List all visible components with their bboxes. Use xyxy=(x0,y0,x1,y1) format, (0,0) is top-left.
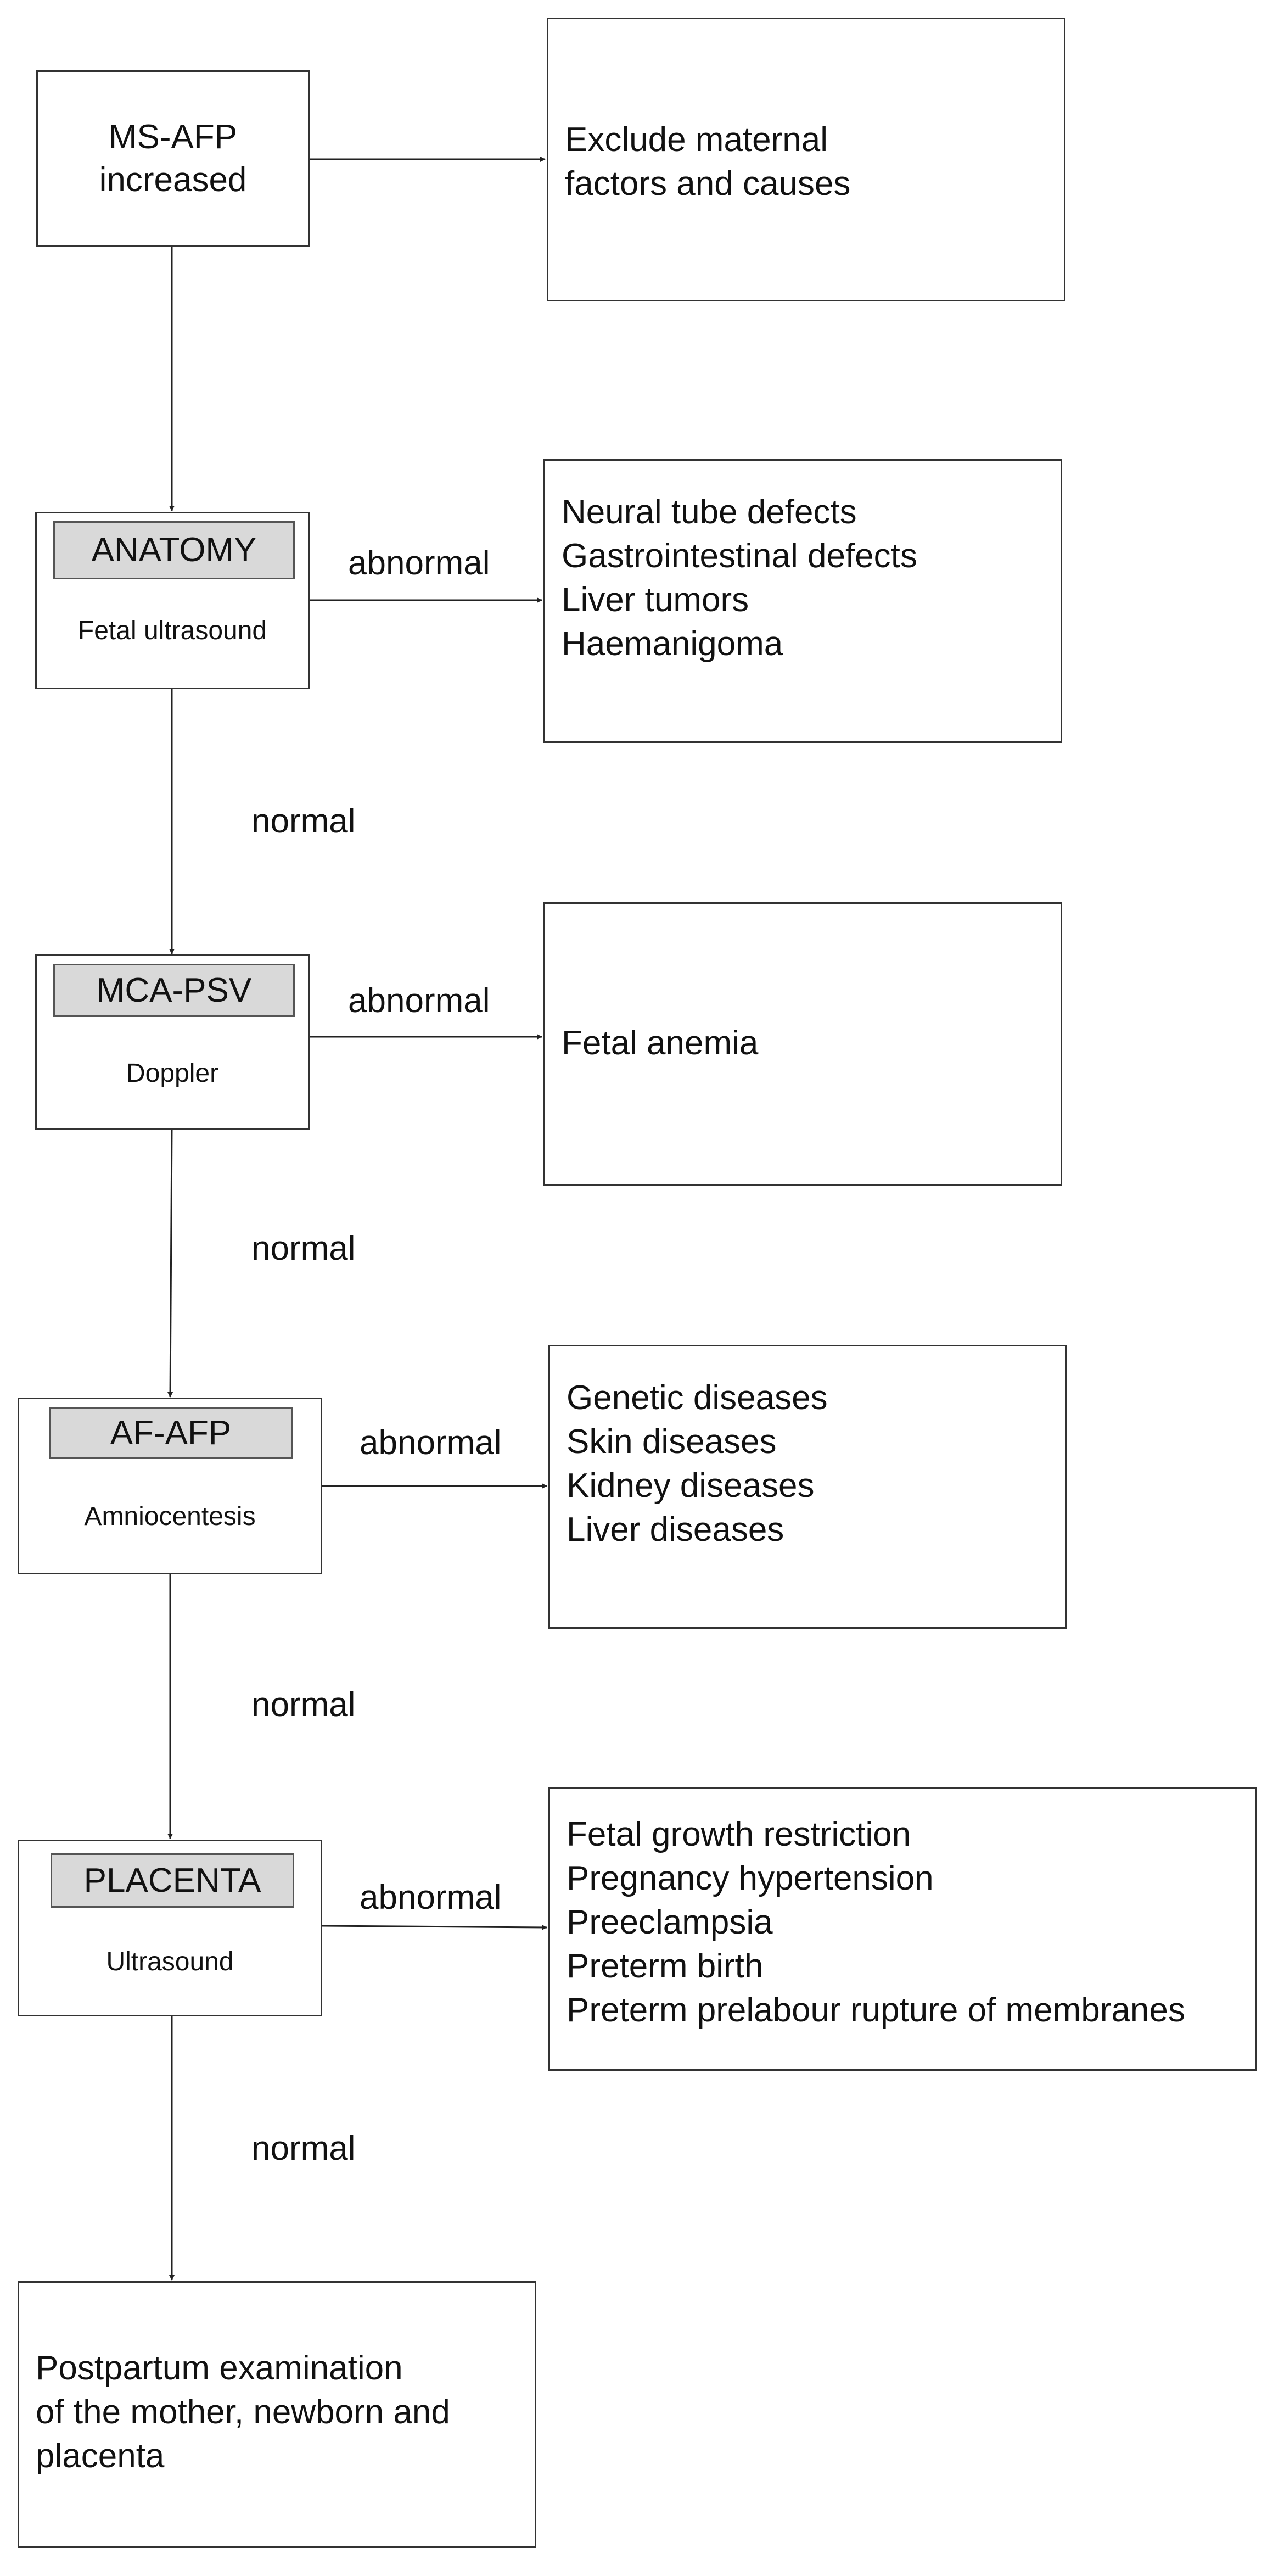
label-abnormal-4: abnormal xyxy=(360,1879,502,1916)
outcome-box-2: Fetal anemia xyxy=(543,902,1062,1186)
arrow-mca-to-afafp xyxy=(167,1129,173,1398)
arrow-placenta-to-outcome xyxy=(322,1924,547,1930)
outcome-3-line-3: Kidney diseases xyxy=(567,1467,815,1505)
label-abnormal-1: abnormal xyxy=(348,544,490,582)
outcome-box-4: Fetal growth restriction Pregnancy hyper… xyxy=(548,1787,1257,2071)
start-line-2: increased xyxy=(99,161,247,199)
anatomy-subtitle: Fetal ultrasound xyxy=(77,616,267,645)
outcome-4-line-5: Preterm prelabour rupture of membranes xyxy=(567,1991,1185,2029)
outcome-1-line-3: Liver tumors xyxy=(562,581,749,619)
label-normal-4: normal xyxy=(251,2130,356,2167)
mca-psv-subtitle: Doppler xyxy=(126,1059,219,1088)
label-normal-3: normal xyxy=(251,1686,356,1724)
label-abnormal-2: abnormal xyxy=(348,982,490,1020)
start-box: MS-AFP increased xyxy=(36,70,310,247)
label-normal-1: normal xyxy=(251,802,356,840)
outcome-1-line-2: Gastrointestinal defects xyxy=(562,537,917,575)
final-line-2: of the mother, newborn and xyxy=(36,2393,450,2431)
outcome-1-line-1: Neural tube defects xyxy=(562,493,857,531)
outcome-4-line-2: Pregnancy hypertension xyxy=(567,1859,934,1897)
outcome-1-line-4: Haemanigoma xyxy=(562,625,783,663)
outcome-3-line-2: Skin diseases xyxy=(567,1423,777,1461)
outcome-4-line-1: Fetal growth restriction xyxy=(567,1815,911,1853)
mca-psv-tag: MCA-PSV xyxy=(53,964,295,1017)
placenta-box: PLACENTA Ultrasound xyxy=(18,1840,322,2016)
outcome-4-line-4: Preterm birth xyxy=(567,1947,764,1985)
final-line-1: Postpartum examination xyxy=(36,2349,403,2387)
mca-psv-box: MCA-PSV Doppler xyxy=(35,954,310,1130)
outcome-2-line-1: Fetal anemia xyxy=(562,1024,759,1062)
start-line-1: MS-AFP xyxy=(108,118,238,156)
exclude-line-1: Exclude maternal xyxy=(565,121,828,159)
final-line-3: placenta xyxy=(36,2437,165,2475)
label-normal-2: normal xyxy=(251,1230,356,1267)
anatomy-tag: ANATOMY xyxy=(53,521,295,579)
anatomy-box: ANATOMY Fetal ultrasound xyxy=(35,512,310,689)
af-afp-subtitle: Amniocentesis xyxy=(84,1502,256,1531)
outcome-4-line-3: Preeclampsia xyxy=(567,1903,773,1941)
exclude-box: Exclude maternal factors and causes xyxy=(547,18,1065,301)
outcome-box-1: Neural tube defects Gastrointestinal def… xyxy=(543,459,1062,743)
final-box: Postpartum examination of the mother, ne… xyxy=(18,2281,536,2548)
placenta-tag: PLACENTA xyxy=(51,1853,294,1908)
af-afp-box: AF-AFP Amniocentesis xyxy=(18,1398,322,1574)
outcome-3-line-4: Liver diseases xyxy=(567,1511,784,1549)
outcome-3-line-1: Genetic diseases xyxy=(567,1379,828,1417)
placenta-subtitle: Ultrasound xyxy=(106,1947,234,1976)
af-afp-tag: AF-AFP xyxy=(49,1407,293,1459)
exclude-line-2: factors and causes xyxy=(565,165,851,203)
label-abnormal-3: abnormal xyxy=(360,1424,502,1462)
outcome-box-3: Genetic diseases Skin diseases Kidney di… xyxy=(548,1345,1067,1629)
